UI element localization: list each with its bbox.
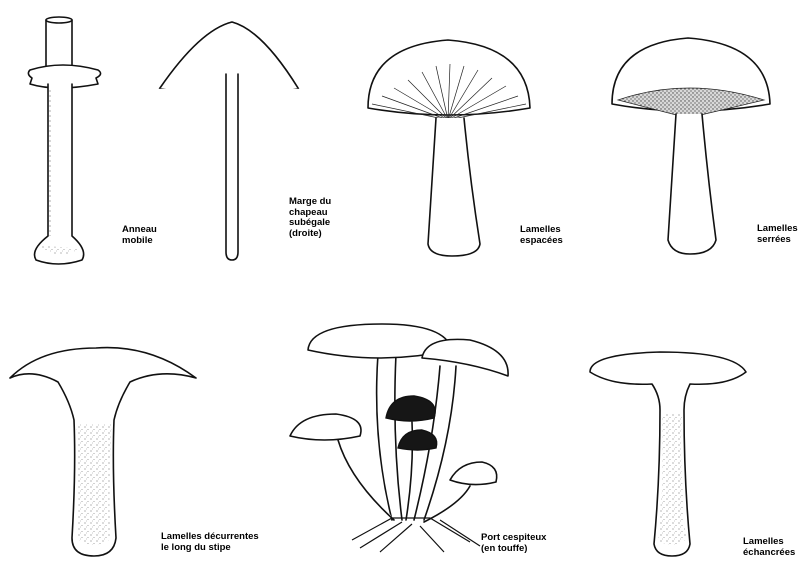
figure-port-cespiteux [290, 324, 508, 552]
figure-lamelles-decurrentes [10, 348, 196, 556]
label-port-cespiteux: Port cespiteux(en touffe) [481, 533, 546, 554]
figure-anneau-mobile [28, 17, 100, 264]
label-anneau-mobile: Anneaumobile [122, 225, 157, 246]
figure-lamelles-espacees [368, 40, 530, 256]
figure-lamelles-serrees [612, 38, 770, 254]
label-lamelles-serrees: Lamellesserrées [757, 224, 798, 245]
label-lamelles-echancrees: Lamelleséchancrées [743, 537, 795, 558]
figure-lamelles-echancrees [590, 352, 746, 556]
label-lamelles-decurrentes: Lamelles décurrentesle long du stipe [161, 532, 259, 553]
label-lamelles-espacees: Lamellesespacées [520, 225, 563, 246]
label-marge-chapeau: Marge duchapeausubégale(droite) [289, 197, 331, 239]
figure-marge-chapeau [160, 22, 298, 260]
